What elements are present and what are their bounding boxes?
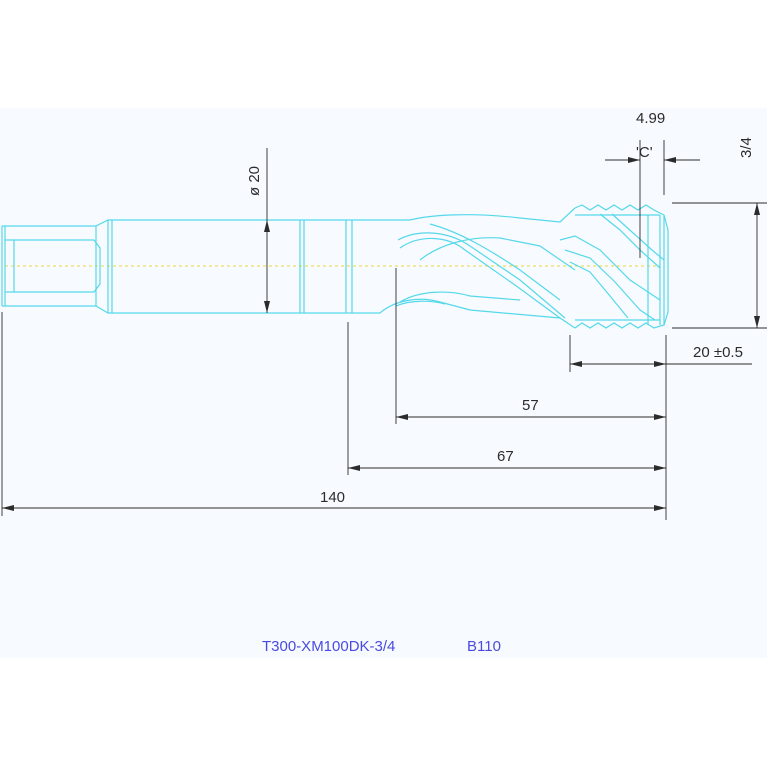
- dim-overall-length-label: 140: [320, 489, 345, 506]
- drawing-sheet: [0, 108, 767, 658]
- tool-shank: [1, 219, 353, 314]
- tool-threads: [559, 204, 669, 329]
- dim-flute-length-label: 57: [522, 397, 539, 414]
- dim-thread-size: [672, 202, 767, 329]
- dim-thread-pitch-dia: 4.99: [636, 110, 665, 127]
- part-code: B110: [467, 638, 501, 655]
- dim-thread-length: [569, 335, 752, 520]
- dim-thread-length-label: 20 ±0.5: [693, 344, 743, 361]
- dim-neck-length-label: 67: [497, 448, 514, 465]
- dim-overall-length: [1, 312, 666, 516]
- dim-shank-diameter: [264, 148, 270, 313]
- dim-chamfer: [605, 140, 700, 258]
- tool-flutes: [352, 207, 576, 329]
- part-number: T300-XM100DK-3/4: [262, 638, 395, 655]
- dim-neck-length: [347, 322, 666, 475]
- chamfer-label: 'C': [636, 144, 653, 161]
- dim-flute-length: [395, 268, 666, 424]
- dim-thread-size-label: 3/4: [738, 137, 755, 158]
- dim-shank-diameter-label: ø 20: [246, 166, 263, 196]
